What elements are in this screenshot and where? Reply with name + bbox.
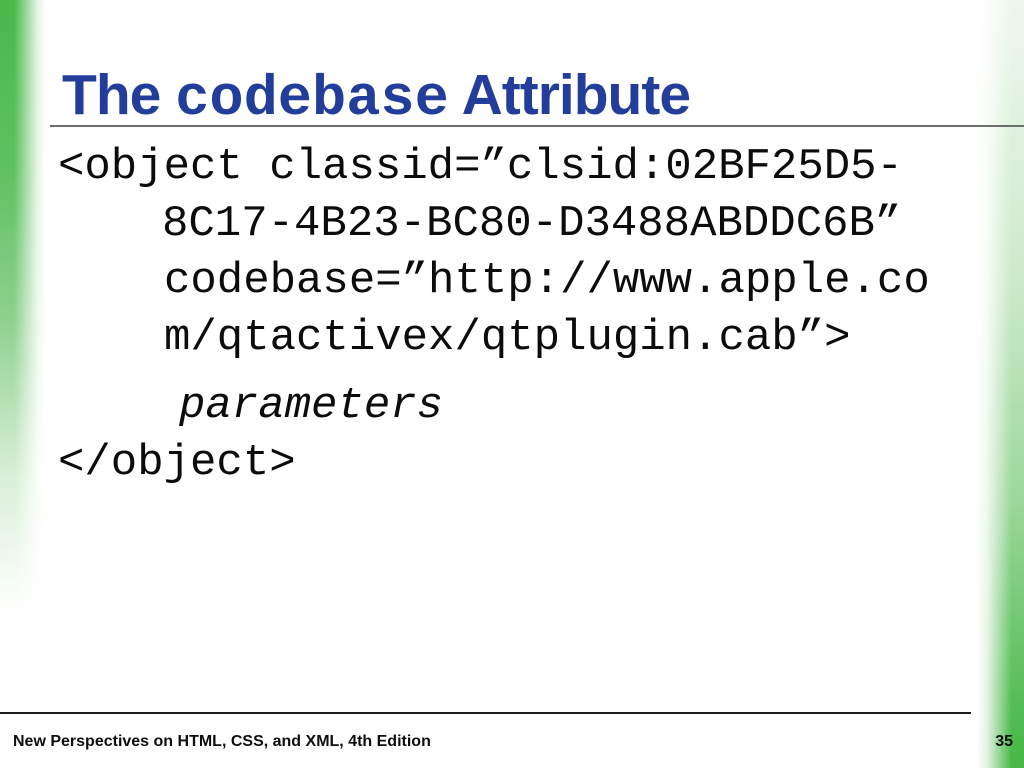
green-gradient-left-band: [0, 0, 47, 768]
footer-divider-line: [0, 712, 971, 714]
code-line-parameters: parameters: [179, 381, 444, 431]
code-line: 8C17-4B23-BC80-D3488ABDDC6B”: [162, 199, 902, 249]
slide-title: The codebase Attribute: [62, 62, 691, 133]
code-line: <object classid=”clsid:02BF25D5-: [58, 142, 903, 192]
code-line-closing-tag: </object>: [58, 438, 296, 488]
code-block: <object classid=”clsid:02BF25D5- 8C17-4B…: [58, 139, 930, 492]
slide-title-code-word: codebase: [175, 68, 449, 133]
green-gradient-right-band: [974, 0, 1024, 768]
slide-title-text-post: Attribute: [448, 63, 691, 128]
page-number: 35: [995, 733, 1013, 750]
title-divider-line: [50, 125, 1024, 127]
footer-book-title: New Perspectives on HTML, CSS, and XML, …: [13, 733, 431, 750]
code-line: codebase=”http://www.apple.co: [164, 256, 930, 306]
code-line: m/qtactivex/qtplugin.cab”>: [164, 313, 851, 363]
slide-title-text-pre: The: [62, 63, 176, 128]
